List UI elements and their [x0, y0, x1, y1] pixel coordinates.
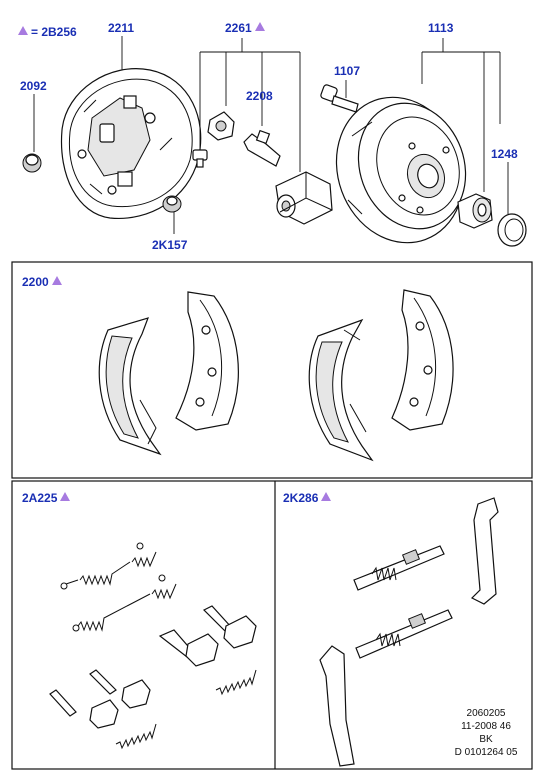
brake-shoe-left-2: [175, 291, 239, 431]
cap-2K157: [162, 195, 182, 213]
bleed-screw: [192, 149, 208, 168]
triangle-icon: [51, 276, 62, 285]
part-label-1113[interactable]: 1113: [428, 21, 454, 35]
wheel-bearing: [457, 193, 493, 229]
adjuster-lever: [470, 497, 499, 605]
adjuster-lower: [355, 609, 453, 659]
grommet-2092: [22, 153, 42, 173]
part-label-2A225[interactable]: 2A225: [22, 491, 71, 505]
triangle-icon: [18, 26, 28, 35]
part-label-2K286[interactable]: 2K286: [283, 491, 332, 505]
hold-down-cups: [89, 615, 257, 729]
part-label-2208[interactable]: 2208: [246, 89, 273, 103]
section-frame-hardware: [11, 480, 533, 770]
footer-line-3: BK: [479, 734, 493, 745]
bleed-cap: [207, 111, 235, 141]
bleed-valve-2208: [243, 129, 281, 167]
part-label-2261-text: 2261: [225, 21, 252, 35]
part-label-2200[interactable]: 2200: [22, 275, 62, 289]
triangle-icon: [60, 492, 71, 501]
footer-block: 2060205 11-2008 46 BK D 0101264 05: [446, 707, 526, 759]
return-spring-2: [72, 574, 177, 632]
backing-plate: [60, 68, 202, 220]
dust-cap-1248: [497, 213, 527, 247]
retaining-springs: [115, 669, 257, 750]
legend: = 2B256: [18, 25, 77, 39]
footer-line-2: 11-2008 46: [461, 721, 511, 732]
brake-drum: [335, 96, 467, 244]
leader-1113: [421, 38, 501, 192]
return-spring-1: [60, 542, 157, 590]
part-label-1248[interactable]: 1248: [491, 147, 518, 161]
part-label-2K286-text: 2K286: [283, 491, 319, 505]
wheel-bolt: [320, 84, 359, 113]
part-label-2200-text: 2200: [22, 275, 49, 289]
brake-shoe-right-1: [308, 318, 374, 462]
part-label-2A225-text: 2A225: [22, 491, 58, 505]
leader-2261: [199, 38, 301, 172]
triangle-icon: [254, 22, 265, 31]
triangle-icon: [321, 492, 332, 501]
part-label-2261[interactable]: 2261: [225, 21, 265, 35]
legend-text: = 2B256: [31, 25, 77, 39]
footer-line-1: 2060205: [466, 708, 506, 719]
part-label-2211[interactable]: 2211: [108, 21, 135, 35]
adjuster-upper: [353, 545, 445, 591]
footer-line-4: D 0101264 05: [454, 747, 518, 758]
brake-shoe-right-2: [391, 289, 454, 431]
part-label-2092[interactable]: 2092: [20, 79, 47, 93]
section-frame-shoes: [11, 261, 533, 479]
park-brake-lever: [319, 645, 355, 767]
wheel-cylinder: [275, 171, 333, 225]
part-label-1107[interactable]: 1107: [334, 64, 361, 78]
brake-shoe-left-1: [98, 317, 162, 456]
part-label-2K157[interactable]: 2K157: [152, 238, 188, 252]
